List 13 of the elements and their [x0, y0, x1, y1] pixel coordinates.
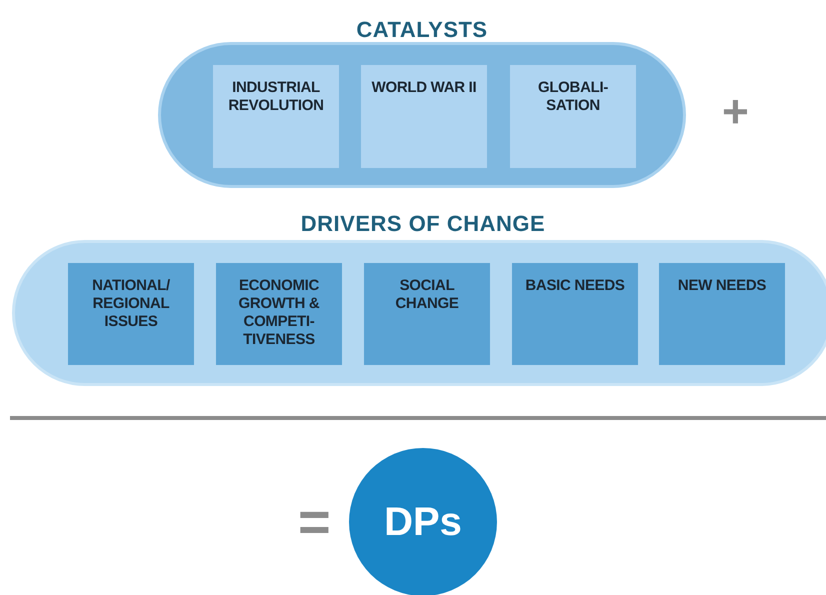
category-box: GLOBALI- SATION — [510, 65, 636, 168]
category-box: NATIONAL/ REGIONAL ISSUES — [68, 263, 194, 365]
operator-sign: + — [722, 88, 749, 134]
panel-heading: CATALYSTS — [355, 17, 489, 43]
result-circle: DPs — [349, 448, 497, 595]
category-box: ECONOMIC GROWTH & COMPETI- TIVENESS — [216, 263, 342, 365]
category-box: INDUSTRIAL REVOLUTION — [213, 65, 339, 168]
category-box: WORLD WAR II — [361, 65, 487, 168]
category-box: SOCIAL CHANGE — [364, 263, 490, 365]
category-box: BASIC NEEDS — [512, 263, 638, 365]
category-box: NEW NEEDS — [659, 263, 785, 365]
panel-heading: DRIVERS OF CHANGE — [300, 211, 546, 237]
operator-sign: = — [298, 494, 331, 550]
